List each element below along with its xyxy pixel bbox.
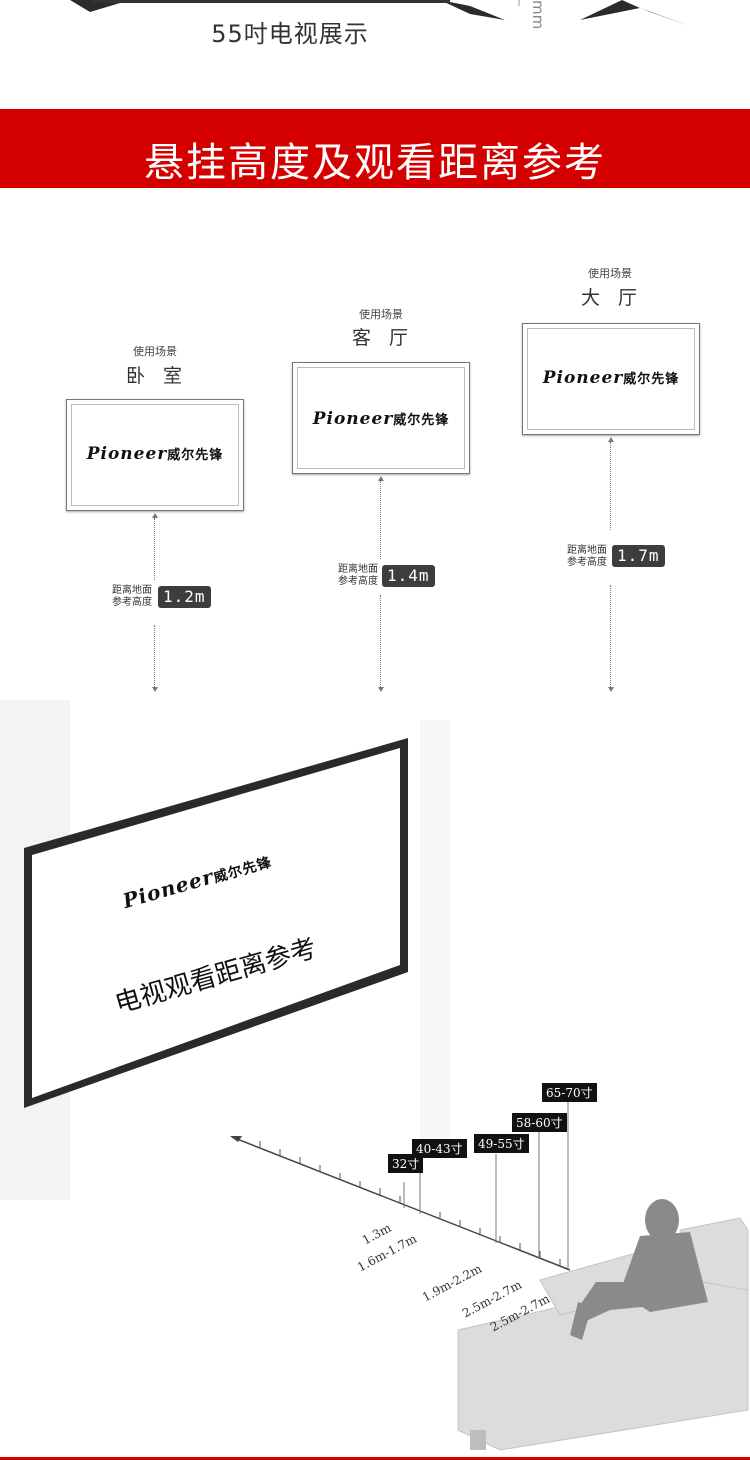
size-tag-49-55: 49-55寸 [474,1134,529,1153]
size-tag-58-60: 58-60寸 [512,1113,567,1132]
section-banner [0,109,750,188]
scene-2-name: 客 厅 [351,327,415,349]
down-arrow-icon [378,687,384,692]
scene-3-name: 大 厅 [580,287,644,309]
dimension-unit-label: mm [529,0,547,30]
height-guide-line [154,625,155,687]
brand-logo: Pioneer威尔先锋 [86,444,224,464]
scene-2-caption: 使用场景 [359,308,403,321]
down-arrow-icon [152,687,158,692]
scene-3-height-badge: 1.7m [612,545,665,567]
viewing-room-illustration [0,700,749,1451]
section-title: 悬挂高度及观看距离参考 [144,140,606,186]
scene-1-name: 卧 室 [125,365,189,387]
tv-size-caption: 55吋电视展示 [211,20,369,48]
size-tag-40-43: 40-43寸 [412,1139,467,1158]
bottom-rule [0,1457,750,1460]
brand-logo: Pioneer威尔先锋 [542,368,680,388]
top-product-strip: 55吋电视展示 mm [0,0,750,100]
height-guide-line [610,585,611,687]
height-guide-line [154,518,155,580]
scene-2-tv: Pioneer威尔先锋 [292,362,470,474]
size-tag-32: 32寸 [388,1154,424,1173]
scene-1-height-label: 距离地面参考高度 [112,585,152,608]
up-arrow-icon [378,476,384,481]
scene-2-height-badge: 1.4m [382,565,435,587]
size-tag-65-70: 65-70寸 [542,1083,597,1102]
scene-2-height-label: 距离地面参考高度 [338,564,378,587]
scene-1-height-badge: 1.2m [158,586,211,608]
up-arrow-icon [608,437,614,442]
scene-3-caption: 使用场景 [588,267,632,280]
down-arrow-icon [608,687,614,692]
scene-1-tv: Pioneer威尔先锋 [66,399,244,511]
height-guide-line [380,481,381,559]
tv-stand-illustration [70,0,690,26]
height-guide-line [380,595,381,687]
scene-3-height-label: 距离地面参考高度 [567,545,607,568]
up-arrow-icon [152,513,158,518]
scene-3-tv: Pioneer威尔先锋 [522,323,700,435]
scene-1-caption: 使用场景 [133,345,177,358]
height-guide-line [610,442,611,530]
brand-logo: Pioneer威尔先锋 [312,409,450,429]
